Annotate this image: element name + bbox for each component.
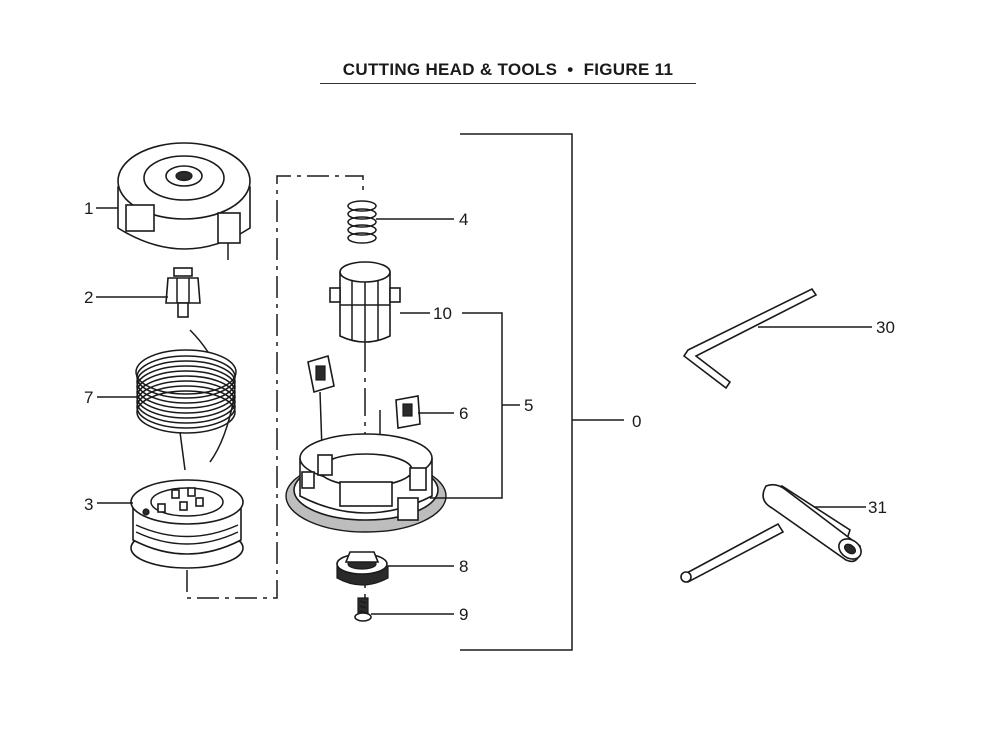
assembly-path-line <box>186 175 364 599</box>
callout-10: 10 <box>433 304 452 323</box>
part-10-hub <box>329 261 401 344</box>
title-left: CUTTING HEAD & TOOLS <box>342 60 558 79</box>
title-right: FIGURE 11 <box>583 60 674 79</box>
title-separator: • <box>567 60 574 79</box>
callout-8: 8 <box>459 557 468 576</box>
callout-2: 2 <box>84 288 93 307</box>
callout-3: 3 <box>84 495 93 514</box>
callout-5: 5 <box>524 396 533 415</box>
callout-0: 0 <box>632 412 641 431</box>
part-7-line-coil <box>135 329 237 471</box>
part-4-spring <box>347 200 377 244</box>
callout-1: 1 <box>84 199 93 218</box>
part-6-eyelet-left <box>307 354 335 451</box>
part-8-nut <box>336 551 389 586</box>
callout-31: 31 <box>868 498 887 517</box>
callout-7: 7 <box>84 388 93 407</box>
part-3-spool <box>130 479 244 569</box>
part-31-t-wrench <box>680 483 862 584</box>
callout-4: 4 <box>459 210 468 229</box>
callout-9: 9 <box>459 605 468 624</box>
callout-6: 6 <box>459 404 468 423</box>
part-5-housing <box>285 433 447 533</box>
leader-lines <box>96 133 872 651</box>
part-30-hex-key <box>682 287 818 390</box>
part-1-cap <box>117 142 251 260</box>
callout-30: 30 <box>876 318 895 337</box>
part-2-adapter <box>165 267 201 318</box>
figure-title: CUTTING HEAD & TOOLS • FIGURE 11 <box>320 60 696 84</box>
part-9-screw <box>354 597 372 622</box>
